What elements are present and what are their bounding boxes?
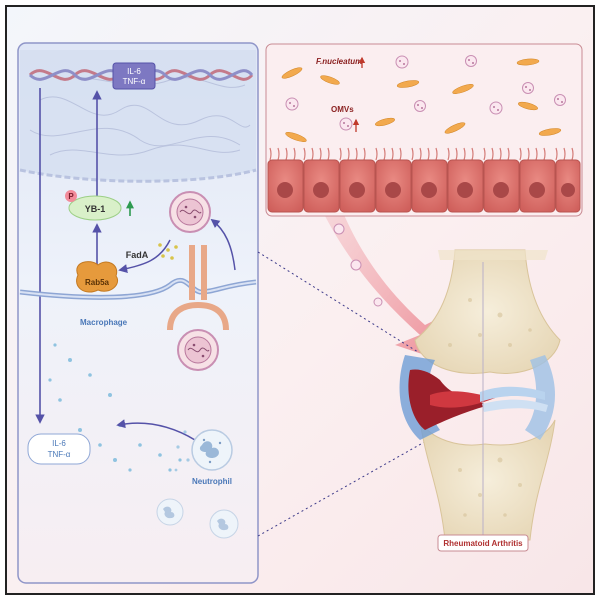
ra-label-box — [437, 534, 529, 552]
nucleus-region — [20, 50, 256, 182]
neutrophil-icon — [209, 509, 239, 539]
neutrophil-label: Neutrophil — [192, 477, 232, 486]
gene-il6-label: IL-6 — [127, 67, 141, 76]
fada-particles — [158, 243, 178, 260]
cell-membrane-inner — [19, 279, 257, 299]
microvilli — [269, 147, 574, 161]
neutrophil-secretion-dots — [174, 430, 190, 472]
endocytic-pit — [167, 301, 229, 331]
macrophage-label: Macrophage — [80, 318, 128, 327]
macrophage-panel: IL-6 TNF-α YB-1 P Rab5a FadA — [17, 42, 259, 584]
docking-vesicle — [177, 329, 219, 371]
phospho-group — [65, 190, 77, 202]
gene-box — [112, 62, 156, 90]
omv-cargo-dots — [289, 59, 563, 127]
neutrophil-icon — [191, 429, 233, 471]
cytokine-bubble — [27, 433, 91, 465]
fada-to-rab5a-arrow — [118, 239, 171, 273]
epithelial-nuclei — [277, 182, 575, 198]
cytokine-il6-label: IL-6 — [52, 439, 66, 448]
ra-label: Rheumatoid Arthritis — [443, 539, 523, 548]
zoom-line-top — [257, 251, 419, 353]
rab5a-label: Rab5a — [85, 278, 110, 287]
yb1-label: YB-1 — [85, 204, 106, 214]
joint-icon — [399, 249, 561, 541]
endocytic-stalk — [189, 245, 207, 300]
fnucleatum-label: F.nucleatum — [316, 57, 362, 66]
fada-label: FadA — [126, 250, 149, 260]
omv-vesicle-icon — [333, 223, 383, 307]
gut-epithelium-panel: F.nucleatum OMVs — [265, 43, 583, 217]
bacterium-icon — [281, 58, 562, 142]
cytokine-tnf-label: TNF-α — [48, 450, 71, 459]
nuclear-envelope — [19, 168, 257, 183]
gene-tnf-label: TNF-α — [123, 77, 146, 86]
neutrophil-icon — [156, 498, 184, 526]
phospho-label: P — [68, 192, 74, 201]
endocytosis-arrow — [210, 218, 236, 271]
yb1-protein — [68, 195, 122, 221]
omvs-label: OMVs — [331, 105, 354, 114]
rab5a-protein — [76, 261, 118, 293]
internalized-vesicle — [169, 191, 211, 233]
neutrophil-arrow — [116, 419, 196, 441]
omv-vesicle-icon — [285, 55, 566, 131]
